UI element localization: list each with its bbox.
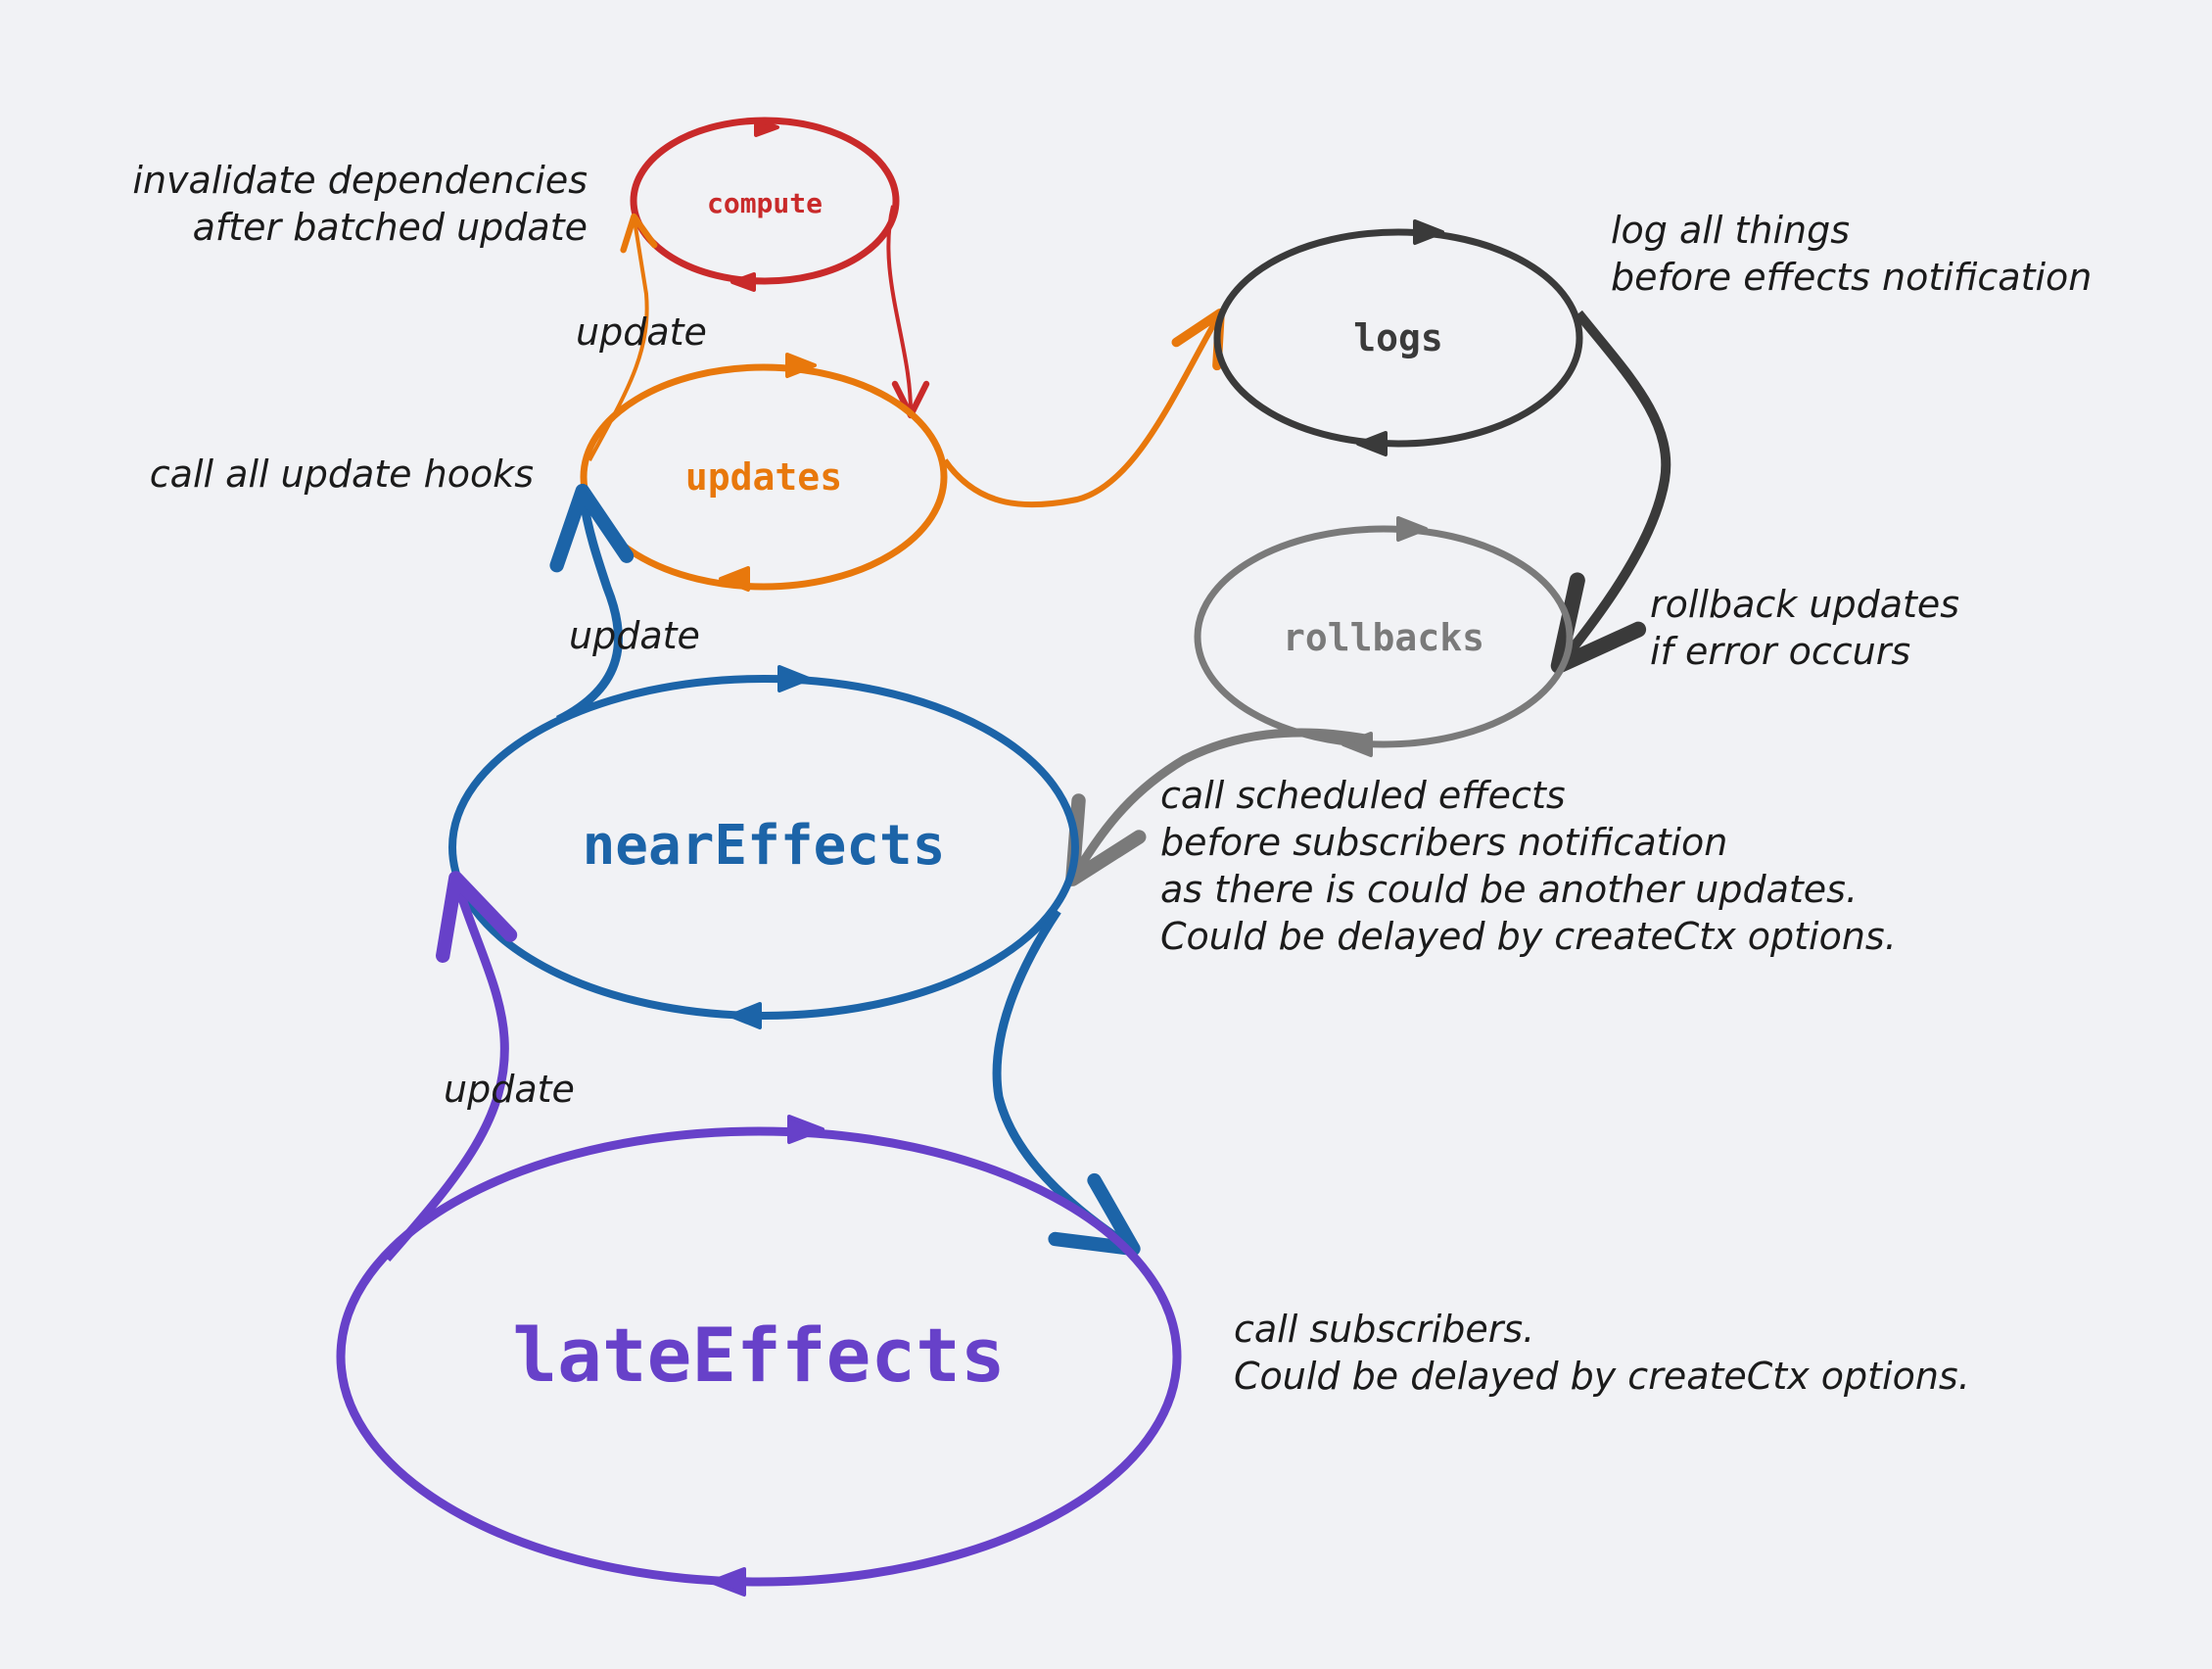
logs-loop-arrow-top — [1413, 219, 1444, 245]
compute-loop — [630, 117, 900, 285]
logs-loop-arrow-bottom — [1356, 431, 1388, 456]
updates-loop — [580, 363, 948, 591]
updates-label: updates — [685, 455, 842, 499]
late-to-near-edge — [383, 871, 518, 1262]
late-effects-note-line: Could be delayed by createCtx options. — [1234, 1355, 1970, 1398]
updates-loop-arrow-bottom — [719, 566, 750, 592]
near-effects-loop-arrow-bottom — [729, 1002, 762, 1029]
late-effects-loop — [336, 1126, 1182, 1587]
compute-to-updates-edge — [886, 205, 930, 419]
late-effects-loop-arrow-bottom — [709, 1567, 746, 1597]
compute-node: compute — [630, 117, 900, 292]
rollbacks-note-line: rollback updates — [1650, 583, 1959, 626]
rollbacks-note-line: if error occurs — [1650, 630, 1910, 673]
logs-to-rollbacks-edge — [1550, 310, 1671, 674]
late-effects-node: lateEffects — [336, 1115, 1182, 1597]
compute-label: compute — [707, 187, 823, 219]
logs-node: logs — [1213, 219, 1583, 456]
near-effects-note: call scheduled effects before subscriber… — [1160, 774, 1897, 958]
updates-node: updates — [580, 353, 948, 592]
near-to-updates-label: update — [569, 614, 700, 657]
rollbacks-node: rollbacks — [1194, 516, 1574, 757]
late-to-near-label: update — [444, 1068, 575, 1111]
near-effects-note-line: call scheduled effects — [1160, 774, 1566, 817]
late-effects-label: lateEffects — [512, 1311, 1005, 1399]
logs-note-line: log all things — [1611, 209, 1850, 252]
compute-loop-arrow-bottom — [730, 272, 756, 292]
rollbacks-loop — [1194, 525, 1574, 748]
logs-note: log all things before effects notificati… — [1611, 209, 2092, 299]
near-effects-label: nearEffects — [583, 814, 946, 878]
updates-loop-arrow-top — [785, 353, 817, 378]
near-effects-note-line: Could be delayed by createCtx options. — [1160, 915, 1897, 958]
late-effects-note-line: call subscribers. — [1234, 1308, 1534, 1351]
near-effects-loop-arrow-top — [777, 665, 811, 692]
rollbacks-label: rollbacks — [1283, 616, 1484, 659]
late-effects-loop-arrow-top — [787, 1115, 824, 1144]
near-effects-note-line: before subscribers notification — [1160, 821, 1727, 864]
rollbacks-note: rollback updates if error occurs — [1650, 583, 1959, 673]
logs-label: logs — [1353, 316, 1443, 359]
updates-note-line: call all update hooks — [150, 453, 534, 496]
near-to-late-edge — [992, 908, 1141, 1257]
updates-to-compute-label: update — [576, 310, 707, 354]
late-effects-note: call subscribers. Could be delayed by cr… — [1234, 1308, 1970, 1398]
compute-loop-arrow-top — [754, 118, 779, 137]
compute-note: invalidate dependencies after batched up… — [132, 159, 588, 249]
compute-note-line: after batched update — [193, 206, 588, 249]
compute-note-line: invalidate dependencies — [132, 159, 588, 202]
near-to-updates-edge — [549, 483, 635, 725]
near-effects-node: nearEffects — [448, 665, 1079, 1029]
updates-to-compute-edge — [588, 213, 658, 461]
near-effects-loop — [448, 675, 1079, 1020]
updates-to-logs-edge — [942, 308, 1225, 508]
near-effects-note-line: as there is could be another updates. — [1160, 868, 1858, 911]
rollbacks-loop-arrow-top — [1396, 516, 1428, 542]
logs-loop — [1213, 228, 1583, 448]
updates-note: call all update hooks — [150, 453, 534, 496]
logs-note-line: before effects notification — [1611, 256, 2092, 299]
rollbacks-to-near-edge — [1065, 728, 1372, 886]
